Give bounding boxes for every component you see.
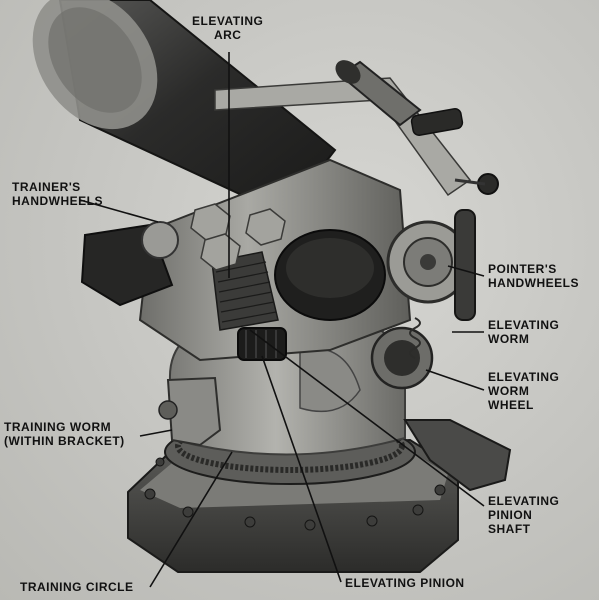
label-line: WHEEL: [488, 398, 534, 412]
label-elevating-arc: ELEVATING ARC: [192, 14, 263, 42]
label-line: TRAINER'S: [12, 180, 81, 194]
label-line: ARC: [213, 28, 242, 42]
label-line: HANDWHEELS: [488, 276, 579, 290]
label-line: ELEVATING: [192, 14, 264, 28]
telescope: [335, 60, 464, 136]
label-training-worm: TRAINING WORM (WITHIN BRACKET): [4, 420, 125, 448]
label-elevating-worm: ELEVATING WORM: [488, 318, 559, 346]
label-line: ELEVATING: [488, 318, 560, 332]
label-elevating-pinion-shaft: ELEVATING PINION SHAFT: [488, 494, 559, 536]
label-training-circle: TRAINING CIRCLE: [20, 580, 134, 594]
elevating-arc-teeth: [215, 261, 277, 323]
hex-nuts: [190, 203, 286, 271]
label-line: SHAFT: [488, 522, 531, 536]
label-pointers-handwheels: POINTER'S HANDWHEELS: [488, 262, 579, 290]
label-line: PINION: [488, 508, 533, 522]
label-line: WORM: [488, 332, 530, 346]
leader-lines: [79, 52, 485, 588]
label-line: HANDWHEELS: [12, 194, 103, 208]
label-line: (WITHIN BRACKET): [4, 434, 125, 448]
base-bolts: [144, 457, 446, 531]
label-trainers-handwheels: TRAINER'S HANDWHEELS: [12, 180, 103, 208]
label-line: ELEVATING: [488, 370, 560, 384]
elevating-pinion-gear: [237, 327, 287, 361]
label-line: ELEVATING PINION: [345, 576, 465, 590]
label-elevating-pinion: ELEVATING PINION: [345, 576, 465, 590]
label-elevating-worm-wheel: ELEVATING WORM WHEEL: [488, 370, 559, 412]
label-line: WORM: [488, 384, 530, 398]
label-line: ELEVATING: [488, 494, 560, 508]
label-line: TRAINING WORM: [4, 420, 112, 434]
label-line: TRAINING CIRCLE: [20, 580, 134, 594]
elevating-worm: [409, 317, 421, 359]
elevating-pinion-shaft-plate: [403, 419, 512, 492]
label-line: POINTER'S: [488, 262, 557, 276]
